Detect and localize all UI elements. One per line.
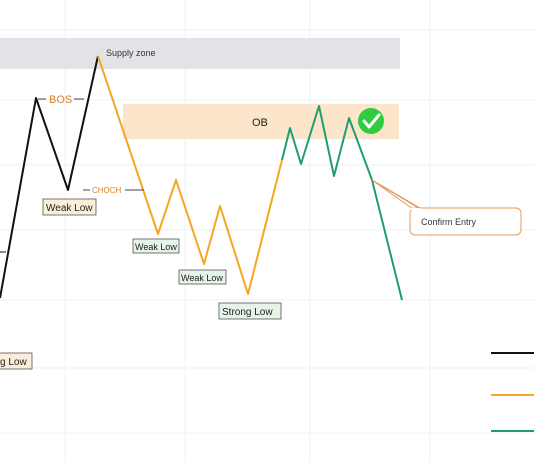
check-circle-icon <box>358 108 384 134</box>
confirm-entry-label: Confirm Entry <box>421 217 477 227</box>
strong-low-label: Strong Low <box>222 307 273 318</box>
supply-zone-label: Supply zone <box>106 48 156 58</box>
order-block-label: OB <box>252 117 268 129</box>
legend-swatches <box>491 352 534 432</box>
weak-low-label-3: Weak Low <box>181 273 223 283</box>
price-path-orange <box>97 55 283 295</box>
weak-low-box-1 <box>42 198 97 216</box>
strong-low-box-partial <box>0 352 33 370</box>
confirm-entry-callout: Confirm Entry <box>371 179 522 236</box>
strong-low-box <box>218 302 282 320</box>
price-path-black <box>0 55 99 299</box>
price-path-green <box>281 105 403 301</box>
weak-low-box-3 <box>178 269 227 285</box>
supply-zone <box>0 38 400 69</box>
choch-label: CHOCH <box>92 186 122 195</box>
order-block-zone <box>123 104 399 139</box>
strong-low-label-partial: g Low <box>0 357 27 368</box>
weak-low-label-2: Weak Low <box>135 242 177 252</box>
bos-label: BOS <box>49 94 72 106</box>
weak-low-box-2 <box>132 238 180 254</box>
weak-low-label-1: Weak Low <box>46 203 93 214</box>
